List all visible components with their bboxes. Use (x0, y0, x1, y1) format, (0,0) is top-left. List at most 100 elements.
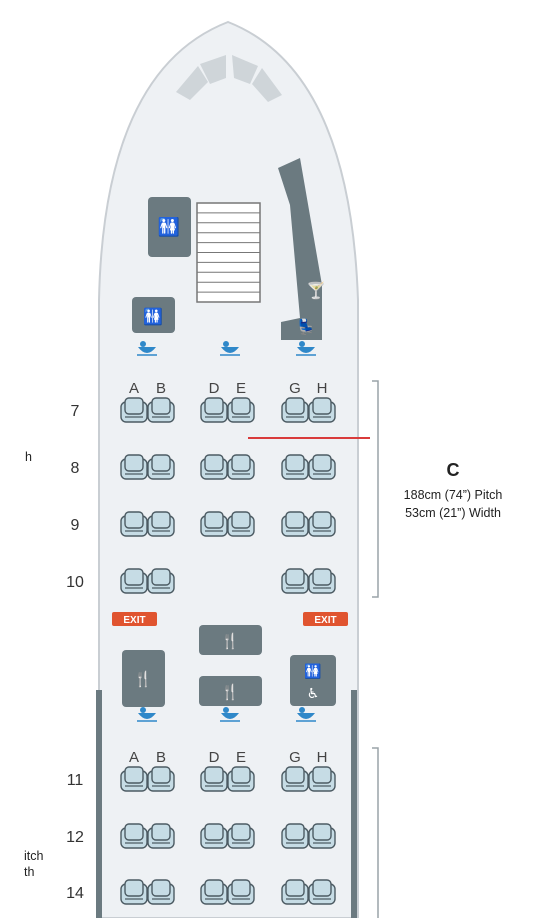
lavatory-icon: 🚻 (158, 216, 180, 238)
bassinet-icon (137, 707, 157, 722)
row-number: 12 (66, 829, 84, 846)
seat[interactable] (147, 568, 175, 594)
bassinet-icon (220, 707, 240, 722)
seat[interactable] (227, 511, 255, 537)
bassinets-mid (137, 707, 316, 722)
seat[interactable] (308, 397, 336, 423)
seat[interactable] (120, 568, 148, 594)
cockpit-windows (176, 55, 282, 102)
seat[interactable] (200, 766, 228, 792)
seat-column-label: E (236, 380, 246, 397)
seat-column-label: H (317, 380, 328, 397)
cockpit-window-right (252, 68, 282, 102)
seat[interactable] (281, 766, 309, 792)
staircase (196, 202, 261, 303)
seat[interactable] (200, 397, 228, 423)
wheelchair-icon: ♿ (307, 686, 320, 702)
seat[interactable] (200, 879, 228, 905)
seats (120, 397, 336, 905)
seat-column-label: D (209, 380, 220, 397)
lavatory-front: 🚻 (148, 197, 191, 257)
seat[interactable] (147, 879, 175, 905)
seat[interactable] (120, 823, 148, 849)
seat[interactable] (227, 823, 255, 849)
seat-column-label: A (129, 380, 139, 397)
cutoff-text-upper: h (25, 450, 32, 464)
galley-icon: 🍴 (221, 683, 240, 701)
seat-column-label: B (156, 380, 166, 397)
cabin-bracket-lower (372, 747, 379, 918)
seat[interactable] (281, 568, 309, 594)
seat[interactable] (120, 879, 148, 905)
bassinet-icon (296, 707, 316, 722)
seat[interactable] (120, 397, 148, 423)
lavatory-icon: 🚻 (143, 307, 163, 326)
galley-icon: 🍴 (221, 632, 240, 650)
seat[interactable] (281, 397, 309, 423)
seat[interactable] (281, 879, 309, 905)
seat[interactable] (308, 823, 336, 849)
seat[interactable] (120, 766, 148, 792)
seat-column-label: G (289, 749, 301, 766)
seat[interactable] (281, 454, 309, 480)
row-number: 7 (71, 403, 80, 420)
exit-right: EXIT (303, 612, 348, 626)
seat[interactable] (120, 454, 148, 480)
cabin-bracket-upper (372, 380, 379, 598)
cockpit-window-center-left (200, 55, 226, 84)
lavatory-icon: 🚻 (304, 663, 321, 680)
seat[interactable] (147, 454, 175, 480)
seat[interactable] (147, 823, 175, 849)
cabin-pitch: 188cm (74”) Pitch (404, 488, 503, 502)
bar-counter: 🍸 💺 (278, 158, 326, 340)
seat[interactable] (227, 879, 255, 905)
seat[interactable] (281, 823, 309, 849)
seat[interactable] (147, 511, 175, 537)
seat-column-label: E (236, 749, 246, 766)
bassinet-icon (296, 341, 316, 356)
seat[interactable] (308, 568, 336, 594)
cutoff-text-lower-1: itch (24, 849, 44, 863)
seat-column-label: H (317, 749, 328, 766)
row-number: 9 (71, 517, 80, 534)
seat[interactable] (200, 511, 228, 537)
seat[interactable] (281, 511, 309, 537)
lounge-seat-icon: 💺 (297, 318, 316, 336)
galley-icon: 🍴 (134, 670, 153, 688)
row-number: 14 (66, 885, 84, 902)
seat-column-label: B (156, 749, 166, 766)
row-number: 10 (66, 574, 84, 591)
galley-center-top: 🍴 (199, 625, 262, 655)
seat[interactable] (200, 823, 228, 849)
cutoff-text-lower-2: th (24, 865, 34, 879)
galley-center-bottom: 🍴 (199, 676, 262, 706)
seat[interactable] (227, 397, 255, 423)
seat[interactable] (308, 511, 336, 537)
row-number: 11 (67, 772, 84, 789)
exit-left-label: EXIT (123, 615, 145, 626)
bassinet-icon (220, 341, 240, 356)
cockpit-window-left (176, 66, 208, 100)
lavatory-small: 🚻 (132, 297, 175, 333)
seat[interactable] (227, 766, 255, 792)
galley-left: 🍴 (122, 650, 165, 707)
seat[interactable] (147, 766, 175, 792)
lavatory-accessible: 🚻 ♿ (290, 655, 336, 706)
bassinets-front (137, 341, 316, 356)
exit-left: EXIT (112, 612, 157, 626)
seat-column-label: A (129, 749, 139, 766)
row-number: 8 (71, 460, 80, 477)
row-numbers: 7 8 9 10 11 12 14 (66, 403, 84, 902)
seat[interactable] (120, 511, 148, 537)
seat[interactable] (200, 454, 228, 480)
seat[interactable] (227, 454, 255, 480)
cocktail-icon: 🍸 (306, 281, 326, 300)
seat[interactable] (308, 879, 336, 905)
seat[interactable] (308, 766, 336, 792)
cabin-class-code: C (447, 460, 460, 480)
seat-column-label: D (209, 749, 220, 766)
seat[interactable] (308, 454, 336, 480)
seat[interactable] (147, 397, 175, 423)
